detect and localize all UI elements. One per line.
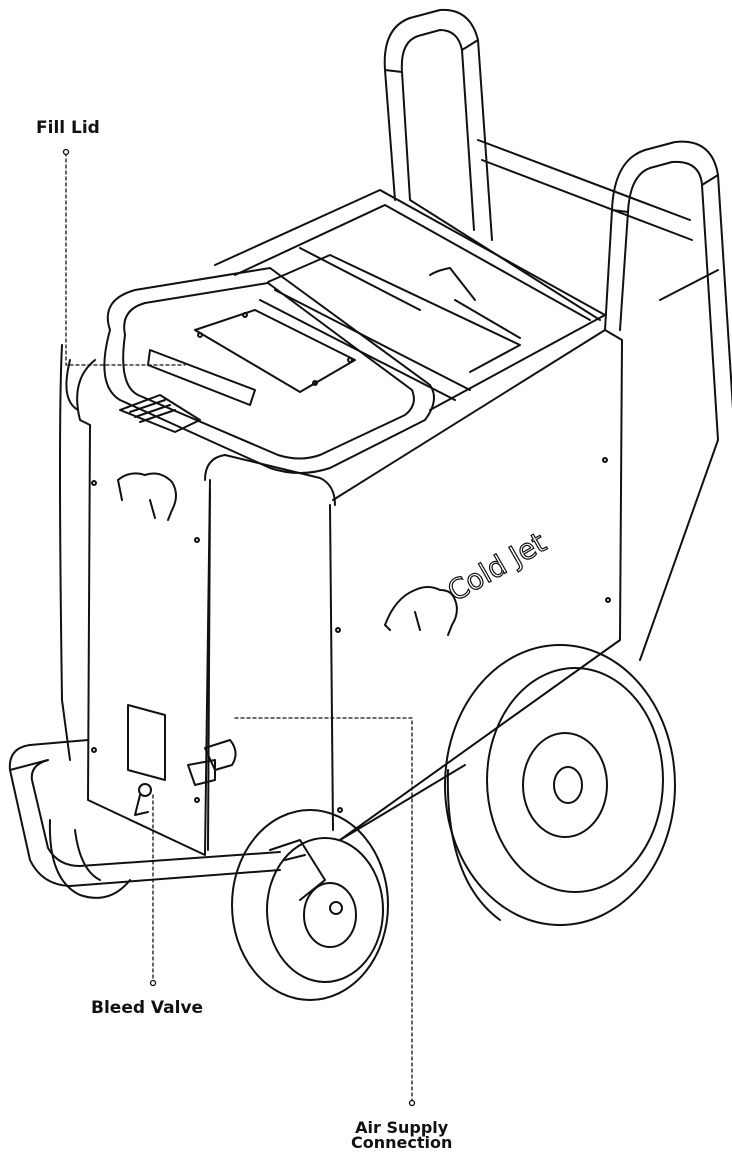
rear-wheel-small [48, 819, 131, 899]
leader-fill-lid [65, 152, 186, 366]
air-supply-fitting[interactable] [187, 739, 237, 786]
brand-text: Cold Jet [442, 526, 552, 608]
rear-handle-left[interactable] [383, 8, 493, 301]
front-left-panel [59, 344, 211, 856]
callout-air-supply-line2: Connection [351, 1133, 453, 1152]
callout-bleed-valve: Bleed Valve [91, 998, 204, 1018]
callout-fill-lid: Fill Lid [36, 118, 100, 138]
front-corner-column [204, 454, 336, 851]
front-caster-wheel [231, 809, 389, 1001]
leader-dot-air-supply [408, 1099, 416, 1107]
leader-dot-bleed-valve [149, 979, 157, 987]
callout-leaders [65, 152, 413, 1103]
front-bumper [8, 739, 281, 887]
callout-air-supply-line1: Air Supply [355, 1118, 449, 1137]
rear-handle-right[interactable] [604, 140, 732, 661]
fill-lid[interactable] [103, 267, 435, 474]
bleed-valve[interactable] [127, 704, 166, 816]
elephant-logo-icon [384, 586, 458, 636]
callout-air-supply-connection: Air Supply Connection [351, 1118, 453, 1152]
leader-air-supply [234, 717, 413, 1103]
rear-wheel-large [444, 644, 676, 926]
leader-dot-fill-lid [62, 148, 70, 156]
